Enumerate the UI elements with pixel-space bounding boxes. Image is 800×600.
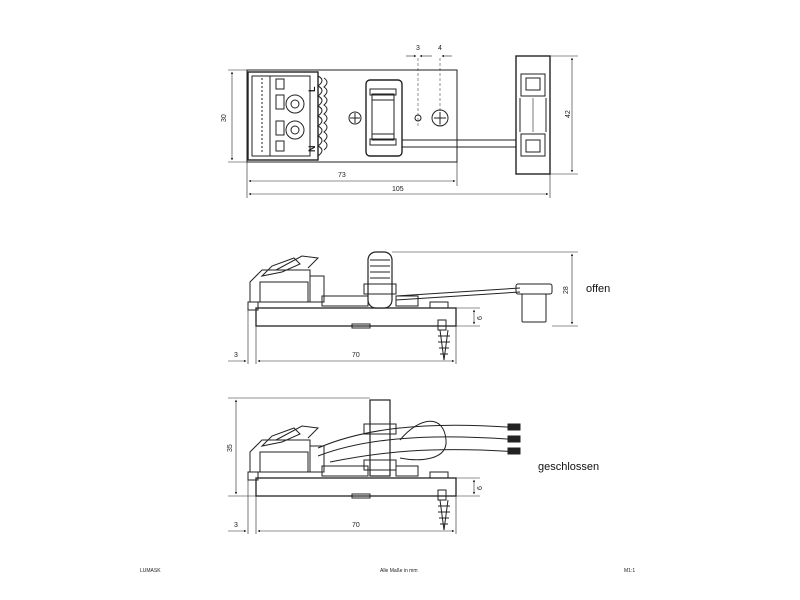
closed-dim-35: 35 [227, 444, 234, 452]
terminal-clamps [275, 78, 305, 152]
open-view [247, 251, 553, 361]
open-dim-3: 3 [234, 352, 238, 359]
dim-4-top: 4 [438, 45, 442, 52]
open-view-dimensions [228, 251, 578, 364]
closed-switch-plunger [369, 399, 391, 477]
open-dim-70: 70 [352, 352, 360, 359]
closed-wires [317, 420, 521, 463]
closed-view-dimensions [228, 397, 480, 534]
dim-30: 30 [221, 114, 228, 122]
closed-dim-3: 3 [234, 522, 238, 529]
dim-105: 105 [392, 186, 404, 193]
closed-dim-6: 6 [477, 486, 484, 490]
footer-scale: M1:1 [624, 568, 636, 574]
footer-brand: LUMASK [140, 568, 161, 574]
terminal-label-N: N [307, 146, 317, 153]
dim-73: 73 [338, 172, 346, 179]
state-label-offen: offen [586, 283, 610, 295]
closed-view [247, 399, 521, 531]
closed-base-plate [255, 477, 457, 497]
closed-dim-70: 70 [352, 522, 360, 529]
state-label-geschlossen: geschlossen [538, 461, 599, 473]
closed-screw-icon [438, 499, 450, 531]
top-view-dimensions [228, 54, 578, 198]
mounting-screw-icon [348, 111, 362, 125]
dim-42: 42 [565, 110, 572, 118]
top-view [246, 55, 551, 175]
switch-housing [365, 79, 403, 157]
footer-units-note: Alle Maße in mm [380, 568, 418, 574]
open-screw-icon [438, 329, 450, 361]
open-base-plate [255, 307, 457, 327]
terminal-label-L: L [307, 86, 317, 92]
terminal-release-levers [317, 75, 328, 157]
dim-3-top: 3 [416, 45, 420, 52]
open-dim-28: 28 [563, 286, 570, 294]
closed-terminal-block [249, 439, 311, 473]
open-magnet-pin [521, 293, 547, 323]
open-terminal-block [249, 269, 311, 303]
open-dim-6: 6 [477, 316, 484, 320]
